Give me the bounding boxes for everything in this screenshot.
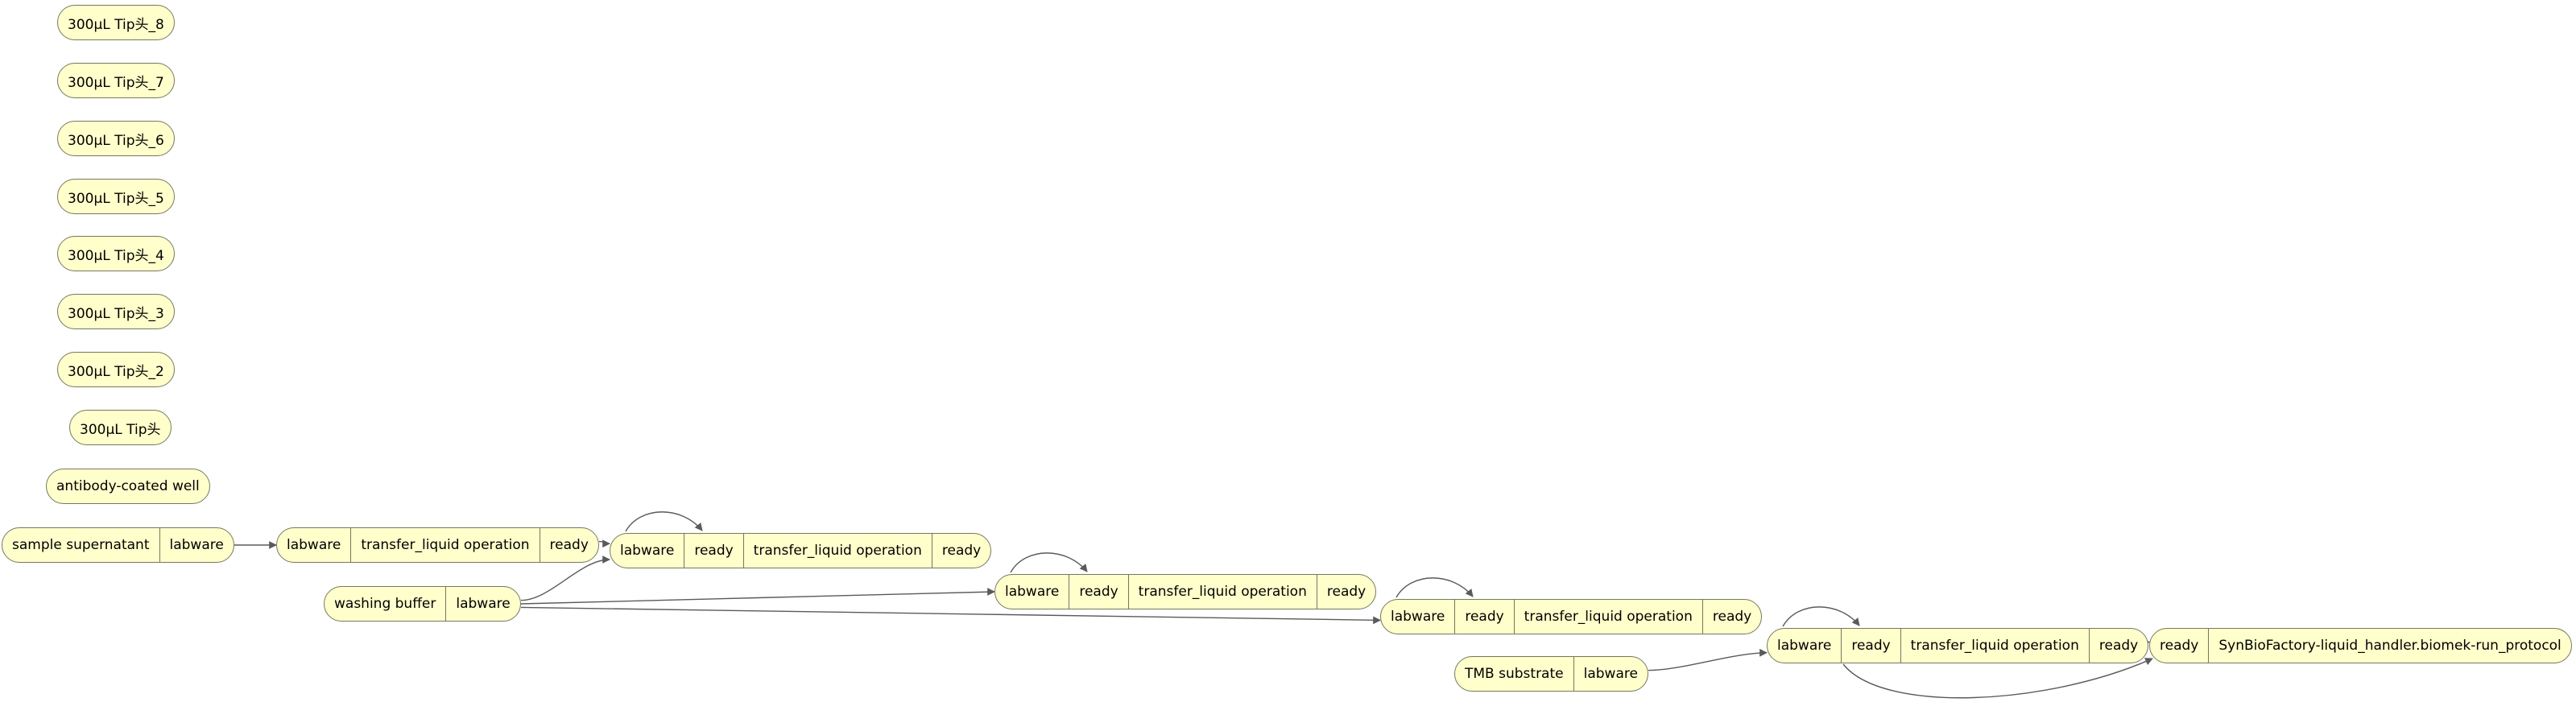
edge-transfer-2-transfer-3-hump xyxy=(1010,552,1088,573)
node-transfer-4-field-0: labware xyxy=(1391,609,1445,625)
node-transfer-1-field-0: labware xyxy=(287,537,341,553)
edge-transfer-1-transfer-2-hump xyxy=(625,511,703,532)
node-washing-buffer: washing buffer labware xyxy=(324,586,521,622)
node-antibody-coated-well-field-0: antibody-coated well xyxy=(56,478,200,494)
node-tip-5-field-0: 300μL Tip头_5 xyxy=(68,190,164,207)
node-antibody-coated-well: antibody-coated well xyxy=(46,469,210,504)
node-transfer-4-field-1: ready xyxy=(1454,600,1513,634)
node-tip-5: 300μL Tip头_5 xyxy=(57,179,175,214)
node-tip-8: 300μL Tip头_8 xyxy=(57,5,175,40)
node-tip-3-field-0: 300μL Tip头_3 xyxy=(68,305,164,322)
node-transfer-2-field-0: labware xyxy=(620,543,675,559)
node-tip-6: 300μL Tip头_6 xyxy=(57,121,175,156)
node-transfer-1-field-2: ready xyxy=(539,528,598,562)
edge-transfer-3-transfer-4-hump xyxy=(1396,577,1474,598)
node-transfer-5-field-1: ready xyxy=(1841,629,1900,663)
node-tip-4-field-0: 300μL Tip头_4 xyxy=(68,247,164,264)
node-tip-8-field-0: 300μL Tip头_8 xyxy=(68,16,164,33)
node-transfer-3-field-2: transfer_liquid operation xyxy=(1127,575,1317,609)
node-run-protocol-field-1: SynBioFactory-liquid_handler.biomek-run_… xyxy=(2208,629,2570,663)
edge-tmb-substrate-transfer-5-direct xyxy=(1648,648,1768,671)
node-transfer-3-field-1: ready xyxy=(1069,575,1127,609)
node-transfer-1-field-1: transfer_liquid operation xyxy=(350,528,539,562)
edge-transfer-1-transfer-2-direct xyxy=(598,539,610,548)
node-transfer-4-field-3: ready xyxy=(1701,600,1761,634)
node-transfer-5-field-3: ready xyxy=(2088,629,2148,663)
node-transfer-3-field-0: labware xyxy=(1005,584,1060,600)
node-washing-buffer-field-1: labware xyxy=(445,587,519,621)
node-sample-supernatant-field-1: labware xyxy=(159,528,234,562)
node-transfer-2-field-3: ready xyxy=(931,534,990,568)
node-transfer-2-field-2: transfer_liquid operation xyxy=(742,534,932,568)
node-transfer-3-field-3: ready xyxy=(1316,575,1375,609)
node-washing-buffer-field-0: washing buffer xyxy=(334,596,436,612)
node-sample-supernatant-field-0: sample supernatant xyxy=(12,537,150,553)
node-transfer-4-field-2: transfer_liquid operation xyxy=(1513,600,1702,634)
node-tip-3: 300μL Tip头_3 xyxy=(57,294,175,329)
node-tip-4: 300μL Tip头_4 xyxy=(57,236,175,271)
node-transfer-2-field-1: ready xyxy=(684,534,742,568)
node-tip-6-field-0: 300μL Tip头_6 xyxy=(68,132,164,149)
node-tip-7-field-0: 300μL Tip头_7 xyxy=(68,74,164,91)
edge-washing-buffer-transfer-3-direct xyxy=(520,588,995,605)
edge-transfer-4-transfer-5-hump xyxy=(1782,606,1860,627)
node-transfer-5-field-0: labware xyxy=(1777,638,1832,654)
node-tip-2: 300μL Tip头_2 xyxy=(57,352,175,387)
node-tip-1: 300μL Tip头 xyxy=(69,410,172,445)
node-sample-supernatant: sample supernatant labware xyxy=(2,527,234,563)
node-tmb-substrate-field-1: labware xyxy=(1573,657,1648,691)
node-tip-1-field-0: 300μL Tip头 xyxy=(80,421,161,438)
node-transfer-5-field-2: transfer_liquid operation xyxy=(1900,629,2089,663)
edge-washing-buffer-transfer-4-direct xyxy=(520,606,1381,625)
node-run-protocol: ready SynBioFactory-liquid_handler.biomek… xyxy=(2149,628,2572,663)
node-tip-2-field-0: 300μL Tip头_2 xyxy=(68,363,164,380)
edge-transfer-5-run-protocol-swoop xyxy=(1842,658,2153,699)
node-run-protocol-field-0: ready xyxy=(2160,638,2199,654)
node-tip-7: 300μL Tip头_7 xyxy=(57,63,175,98)
edge-washing-buffer-transfer-2-direct xyxy=(520,556,610,601)
node-tmb-substrate-field-0: TMB substrate xyxy=(1465,666,1564,682)
node-tmb-substrate: TMB substrate labware xyxy=(1454,656,1648,692)
